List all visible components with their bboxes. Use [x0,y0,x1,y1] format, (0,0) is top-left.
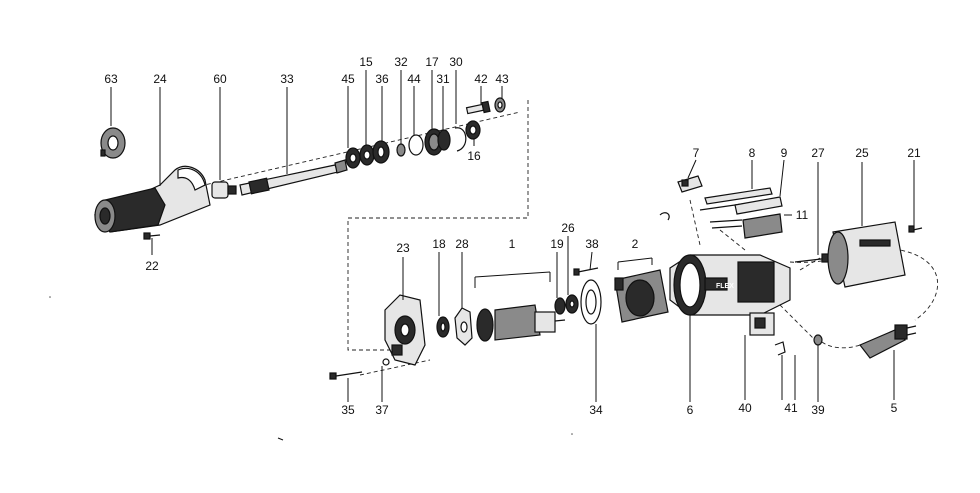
label-part-33: 33 [280,72,294,86]
label-part-41: 41 [784,401,798,415]
part-11-cover [709,213,783,239]
part-41-terminal [774,341,786,356]
part-39-strain-relief [813,334,823,346]
part-23-bearing-plate [384,294,426,366]
part-19-bearing [554,297,566,315]
label-part-31: 31 [436,72,450,86]
label-part-26: 26 [561,221,575,235]
brand-mark: FLEX [716,283,734,290]
label-part-6: 6 [687,403,694,417]
part-42-bolt [465,100,491,115]
part-27-shaft [794,253,831,263]
label-part-32: 32 [394,55,408,69]
label-part-63: 63 [104,72,118,86]
label-part-9: 9 [781,146,788,160]
part-25-end-cap [827,221,906,288]
label-part-37: 37 [375,403,389,417]
part-9-brush [734,196,783,215]
part-36-bearing [372,140,390,164]
label-part-42: 42 [474,72,488,86]
label-part-35: 35 [341,403,355,417]
label-part-19: 19 [550,237,564,251]
label-part-24: 24 [153,72,167,86]
label-part-44: 44 [407,72,421,86]
label-part-1: 1 [509,237,516,251]
part-60-nut [211,181,237,199]
part-15-bearing [359,144,375,166]
label-part-5: 5 [891,401,898,415]
part-38-screw [573,267,599,276]
part-16-bearing [465,120,481,140]
label-part-8: 8 [749,146,756,160]
part-34-baffle [580,279,602,325]
part-26-bearing [565,294,579,314]
label-part-2: 2 [632,237,639,251]
label-part-22: 22 [145,259,159,273]
part-5-plug [859,324,917,359]
label-part-25: 25 [855,146,869,160]
label-part-16: 16 [467,149,481,163]
label-part-45: 45 [341,72,355,86]
part-40-switch [749,312,775,336]
part-24-gear-housing [94,165,211,233]
label-part-21: 21 [907,146,921,160]
part-32-washer [396,143,406,157]
part-spring-clip [659,212,670,221]
part-17-bevel-gear [424,128,451,156]
part-7-brush-holder [677,175,703,193]
part-63-collar [100,127,126,159]
assembly-guide-lines [199,100,938,376]
scan-specks [49,296,573,441]
part-44-ring [408,134,424,156]
part-2-field [614,257,669,323]
label-part-38: 38 [585,237,599,251]
part-18-bearing [436,316,450,338]
part-21-screw [908,225,923,233]
part-6-motor-housing: FLEX [669,254,791,316]
label-part-40: 40 [738,401,752,415]
label-part-30: 30 [449,55,463,69]
part-number-labels: 63 24 60 33 45 15 36 32 44 17 30 31 42 4… [104,55,921,417]
part-37-ring [382,358,390,366]
label-part-23: 23 [396,241,410,255]
label-part-18: 18 [432,237,446,251]
label-part-39: 39 [811,403,825,417]
label-part-28: 28 [455,237,469,251]
label-part-27: 27 [811,146,825,160]
leader-lines [110,70,915,402]
part-1-armature [474,271,566,342]
label-part-11: 11 [796,208,809,222]
label-part-36: 36 [375,72,389,86]
part-35-screw [329,371,363,380]
part-43-washer [494,97,506,113]
part-28-fan [454,307,473,346]
label-part-15: 15 [359,55,373,69]
part-22-screw [143,232,161,240]
label-part-60: 60 [213,72,227,86]
label-part-43: 43 [495,72,509,86]
label-part-34: 34 [589,403,603,417]
part-30-circlip [454,127,467,152]
part-45-bearing [345,147,361,169]
label-part-7: 7 [693,146,700,160]
label-part-17: 17 [425,55,439,69]
part-33-spindle [239,159,348,196]
